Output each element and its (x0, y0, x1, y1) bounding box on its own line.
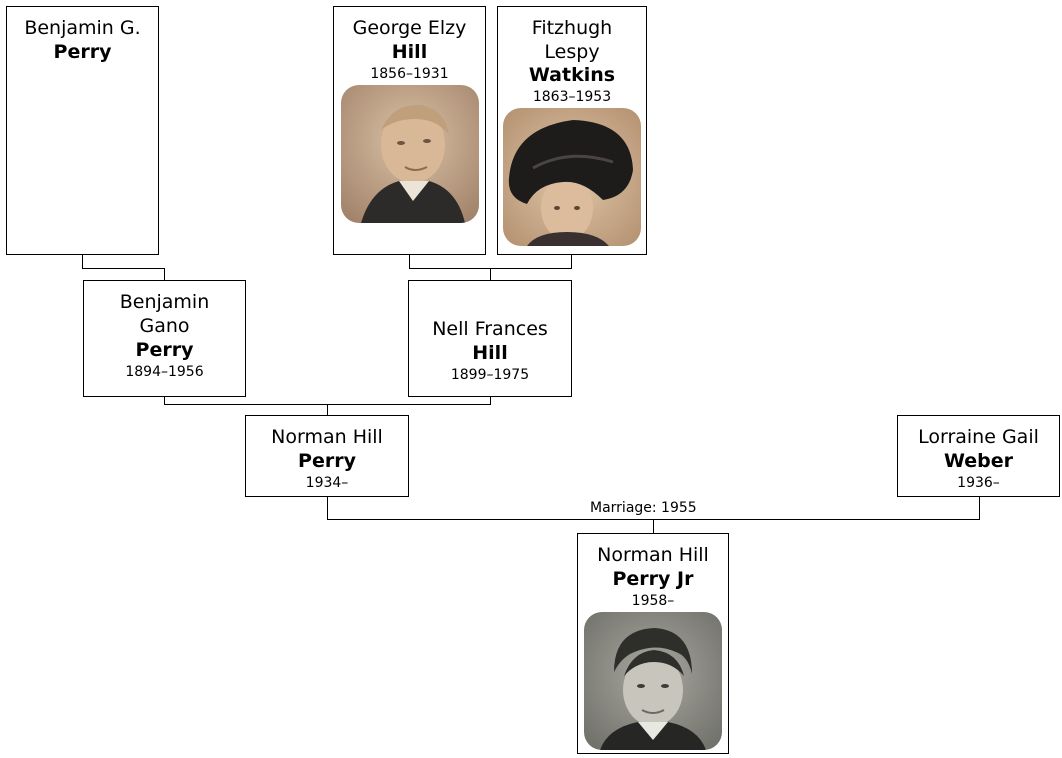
surname: Perry (298, 450, 356, 472)
portrait-photo (503, 108, 641, 246)
person-norman-hill-perry-jr[interactable]: Norman Hill Perry Jr 1958– (577, 533, 729, 754)
surname: Perry Jr (612, 568, 694, 590)
given-name: Norman Hill (271, 426, 383, 448)
person-norman-hill-perry[interactable]: Norman Hill Perry 1934– (245, 415, 409, 497)
surname: Perry (135, 339, 194, 361)
given-name-line2: Lespy (544, 41, 600, 63)
person-nell-frances-hill[interactable]: Nell Frances Hill 1899–1975 (408, 280, 572, 397)
surname: Weber (943, 450, 1014, 472)
surname: Hill (472, 342, 508, 364)
portrait-photo (584, 612, 722, 750)
life-dates: 1936– (957, 475, 1000, 491)
given-name: George Elzy (352, 17, 467, 39)
person-fitzhugh-lespy-watkins[interactable]: Fitzhugh Lespy Watkins 1863–1953 (497, 6, 647, 255)
surname: Hill (391, 41, 428, 63)
person-benjamin-gano-perry[interactable]: Benjamin Gano Perry 1894–1956 (83, 280, 246, 397)
given-name-line1: Fitzhugh (531, 17, 613, 39)
person-benjamin-g-perry[interactable]: Benjamin G. Perry (6, 6, 159, 255)
surname: Watkins (528, 64, 616, 86)
life-dates: 1863–1953 (532, 89, 612, 105)
given-name: Nell Frances (432, 318, 548, 340)
connector-line (164, 397, 491, 405)
connector-line (82, 255, 165, 280)
life-dates: 1958– (631, 593, 675, 609)
person-lorraine-gail-weber[interactable]: Lorraine Gail Weber 1936– (897, 415, 1060, 497)
surname: Perry (53, 41, 112, 63)
given-name: Benjamin G. (24, 17, 141, 39)
person-george-elzy-hill[interactable]: George Elzy Hill 1856–1931 (333, 6, 486, 255)
life-dates: 1856–1931 (370, 66, 449, 82)
marriage-label: Marriage: 1955 (588, 500, 699, 516)
life-dates: 1899–1975 (450, 367, 530, 383)
given-name: Norman Hill (597, 544, 709, 566)
given-name-line1: Benjamin (119, 291, 210, 313)
given-name-line2: Gano (139, 315, 190, 337)
life-dates: 1894–1956 (125, 364, 204, 380)
connector-line (409, 255, 572, 269)
given-name: Lorraine Gail (918, 426, 1039, 448)
life-dates: 1934– (305, 475, 349, 491)
portrait-photo (340, 85, 479, 223)
